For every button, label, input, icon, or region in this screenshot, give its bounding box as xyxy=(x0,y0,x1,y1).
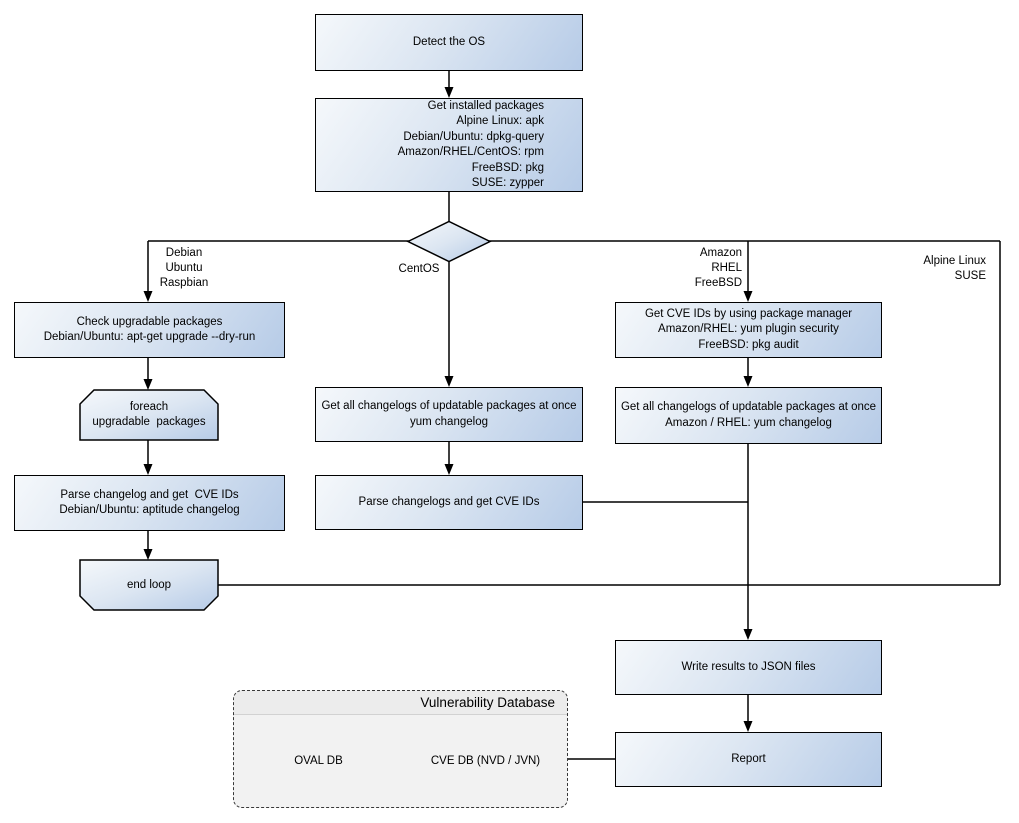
arrow-into-yum-right xyxy=(743,376,753,387)
end-loop-shape xyxy=(79,559,219,611)
arrow-into-yum-mid xyxy=(444,376,454,387)
flow-edges xyxy=(147,71,1001,760)
branch-label-centos: CentOS xyxy=(398,263,440,275)
arrow-into-write xyxy=(743,629,753,640)
branch-label-alpine-suse: Alpine Linux SUSE xyxy=(923,255,986,282)
foreach-loop-label: foreach upgradable packages xyxy=(92,401,206,428)
arrow-into-getcve xyxy=(743,291,753,302)
node-yum-changelog-centos: Get all changelogs of updatable packages… xyxy=(315,387,583,442)
foreach-loop-shape xyxy=(79,389,219,441)
oval-db-label: OVAL DB xyxy=(294,754,343,767)
node-detect-os: Detect the OS xyxy=(315,14,583,71)
node-parse-changelogs-centos: Parse changelogs and get CVE IDs xyxy=(315,475,583,530)
arrow-into-parse-mid xyxy=(444,464,454,475)
flow-arrowheads xyxy=(143,87,753,732)
node-write-results-json: Write results to JSON files xyxy=(615,640,882,695)
arrow-into-parse-left xyxy=(143,464,153,475)
os-decision-diamond xyxy=(406,220,492,263)
arrow-into-endloop xyxy=(143,549,153,560)
arrow-into-foreach xyxy=(143,379,153,390)
branch-label-amazon-rhel-freebsd: Amazon RHEL FreeBSD xyxy=(694,247,742,289)
node-get-installed-packages: Get installed packages Alpine Linux: apk… xyxy=(315,98,583,192)
node-parse-changelog-debian: Parse changelog and get CVE IDs Debian/U… xyxy=(14,475,285,531)
cve-db-label: CVE DB (NVD / JVN) xyxy=(430,754,541,767)
node-check-upgradable-packages: Check upgradable packages Debian/Ubuntu:… xyxy=(14,302,285,358)
end-loop-label: end loop xyxy=(126,578,172,591)
vulnerability-database-title: Vulnerability Database xyxy=(234,691,567,715)
arrow-into-report xyxy=(743,721,753,732)
vulnerability-database-container: Vulnerability Database xyxy=(233,690,568,808)
node-yum-changelog-amazon: Get all changelogs of updatable packages… xyxy=(615,387,882,444)
branch-label-debian-ubuntu-raspbian: Debian Ubuntu Raspbian xyxy=(159,247,209,289)
node-get-cve-ids-package-manager: Get CVE IDs by using package manager Ama… xyxy=(615,302,882,358)
arrow-into-check xyxy=(143,291,153,302)
arrow-into-installed xyxy=(444,87,454,98)
node-report: Report xyxy=(615,732,882,787)
